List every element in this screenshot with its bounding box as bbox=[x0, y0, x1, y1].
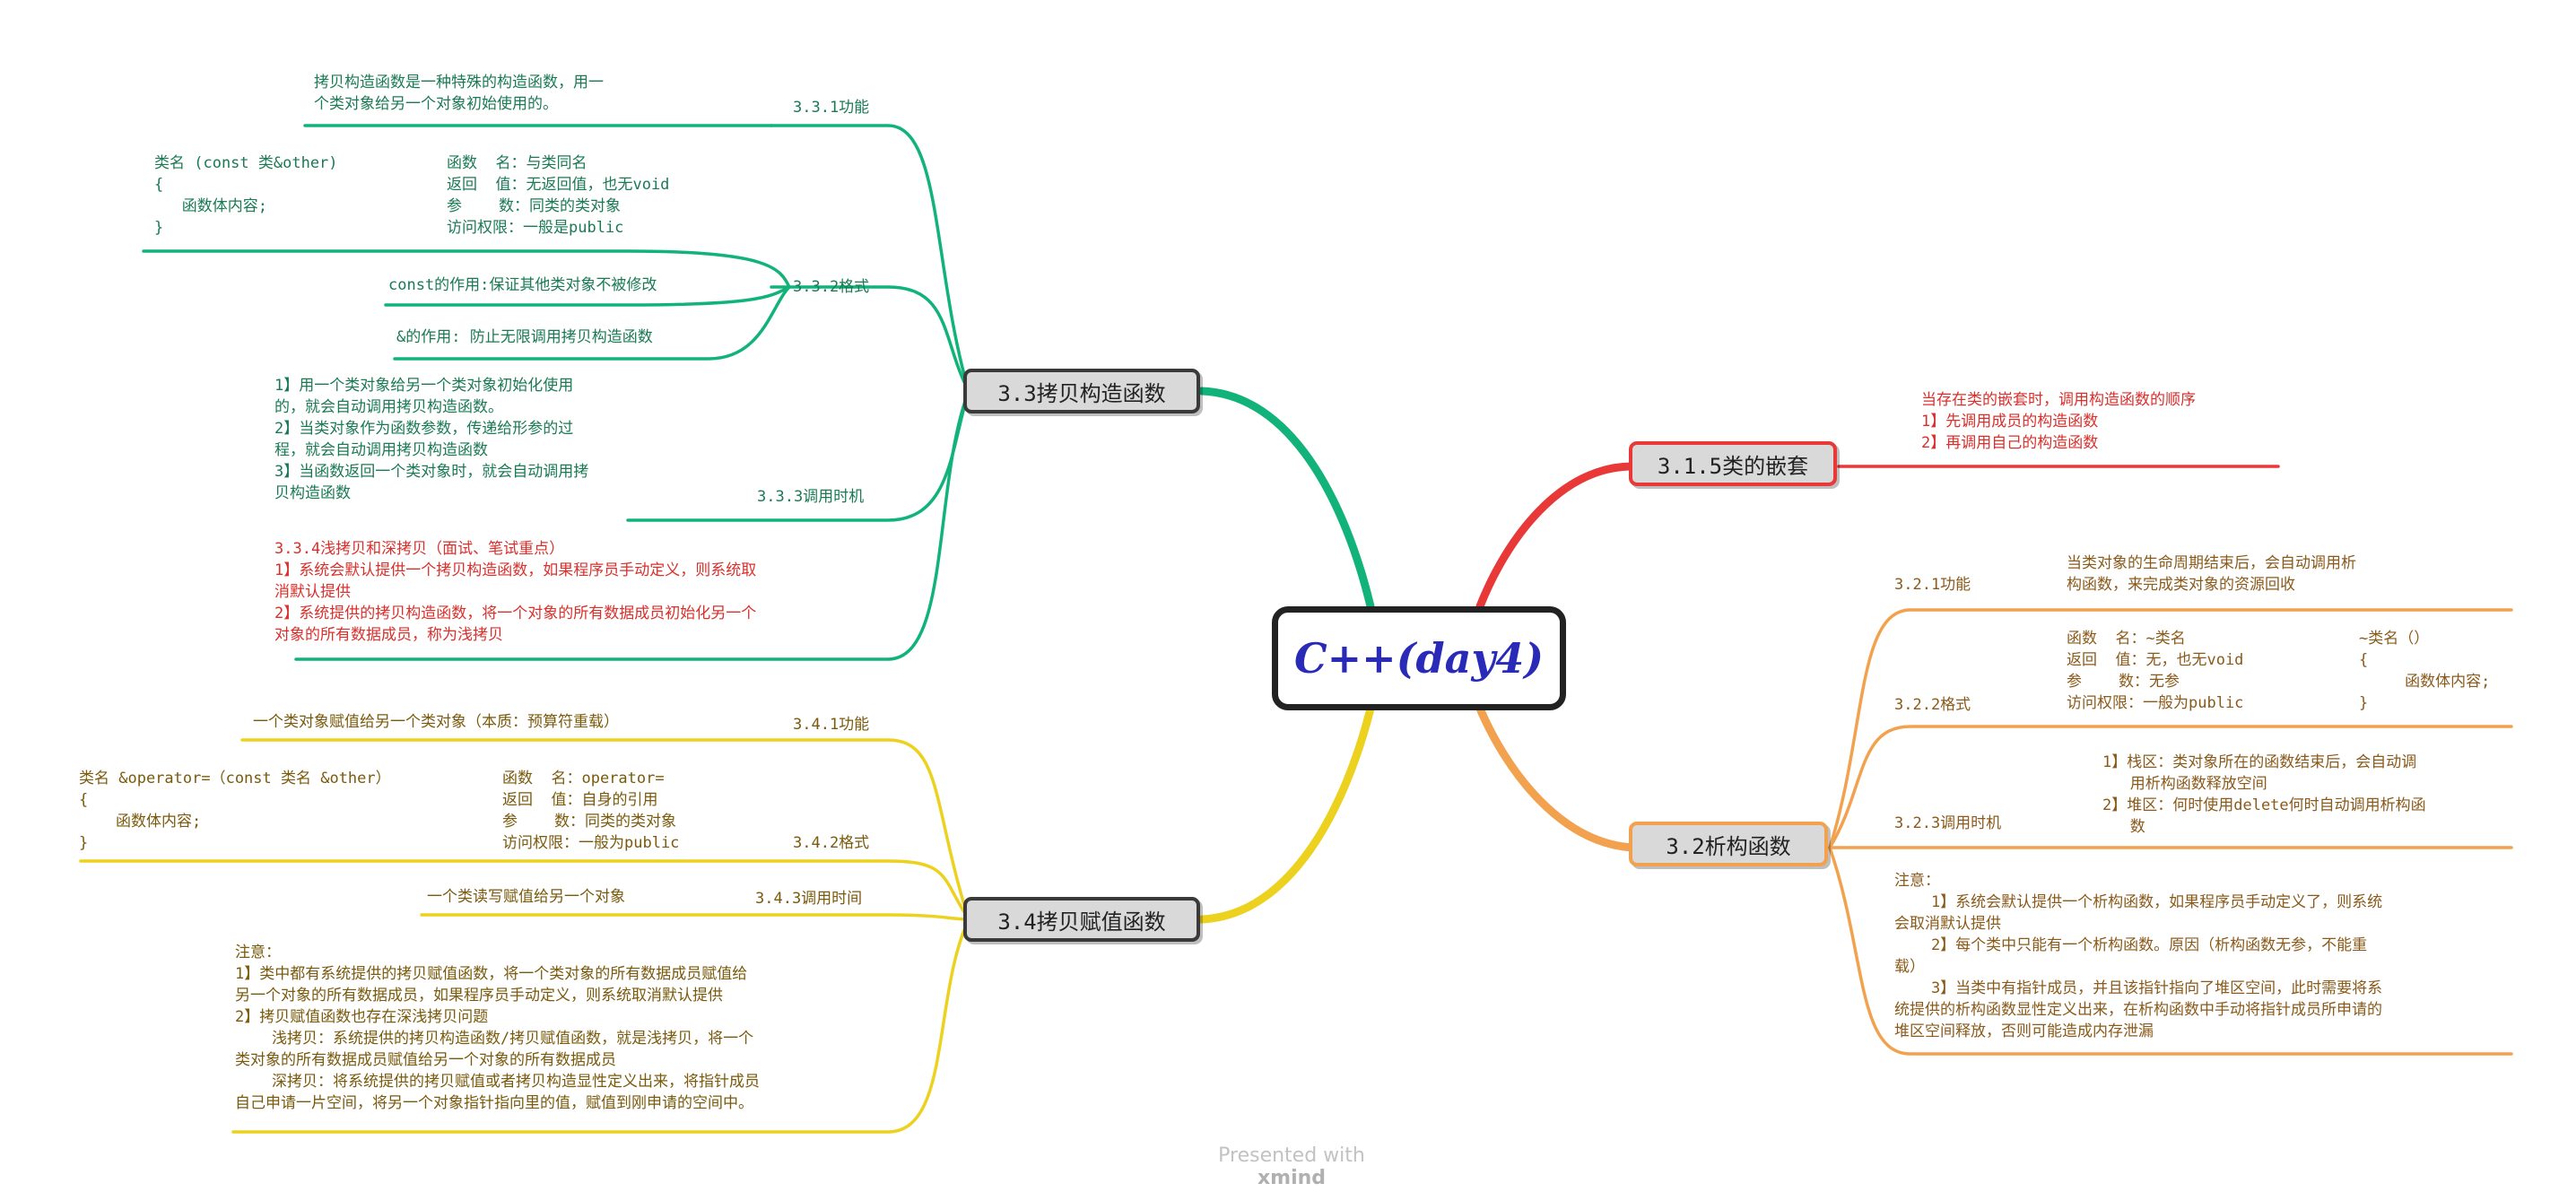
copy-assign-notes: 注意： 1】类中都有系统提供的拷贝赋值函数，将一个类对象的所有数据成员赋值给 另… bbox=[235, 944, 760, 1112]
destructor-when-label: 3.2.3调用时机 bbox=[1894, 814, 2002, 832]
copy-ctor-amp-note: &的作用: 防止无限调用拷贝构造函数 bbox=[396, 328, 653, 346]
destructor-format-code: ~类名（） { 函数体内容; } bbox=[2359, 630, 2491, 712]
destructor-format-label: 3.2.2格式 bbox=[1894, 696, 1971, 714]
red-branch-lines bbox=[1475, 462, 2280, 611]
topic-destructor[interactable]: 3.2析构函数 bbox=[1629, 822, 1828, 866]
copy-assign-func-label: 3.4.1功能 bbox=[793, 716, 870, 734]
footer-prefix: Presented with bbox=[1218, 1144, 1365, 1167]
green-branch-lines bbox=[142, 124, 1375, 661]
central-topic[interactable]: C++(day4) bbox=[1272, 606, 1566, 710]
copy-assign-when-text: 一个类读写赋值给另一个对象 bbox=[427, 888, 625, 906]
orange-branch-lines bbox=[1475, 608, 2513, 1056]
copy-assign-format-label: 3.4.2格式 bbox=[793, 834, 870, 852]
copy-ctor-deep-text: 3.3.4浅拷贝和深拷贝（面试、笔试重点） 1】系统会默认提供一个拷贝构造函数，… bbox=[274, 540, 757, 644]
nesting-text: 当存在类的嵌套时，调用构造函数的顺序 1】先调用成员的构造函数 2】再调用自己的… bbox=[1921, 391, 2196, 452]
copy-ctor-func-label: 3.3.1功能 bbox=[793, 99, 870, 117]
destructor-notes: 注意： 1】系统会默认提供一个析构函数，如果程序员手动定义了，则系统 会取消默认… bbox=[1894, 872, 2383, 1040]
yellow-branch-lines bbox=[79, 704, 1375, 1134]
copy-ctor-format-label: 3.3.2格式 bbox=[793, 278, 870, 296]
copy-assign-func-text: 一个类对象赋值给另一个类对象（本质：预算符重载） bbox=[253, 713, 619, 731]
topic-copy-assignment[interactable]: 3.4拷贝赋值函数 bbox=[963, 897, 1200, 942]
xmind-brand: xmind bbox=[1257, 1167, 1327, 1189]
destructor-func-text: 当类对象的生命周期结束后，会自动调用析 构函数，来完成类对象的资源回收 bbox=[2067, 554, 2356, 594]
copy-ctor-format-props: 函数 名：与类同名 返回 值：无返回值，也无void 参 数：同类的类对象 访问… bbox=[447, 154, 670, 237]
topic-copy-constructor[interactable]: 3.3拷贝构造函数 bbox=[963, 369, 1200, 413]
copy-ctor-format-code: 类名 (const 类&other) { 函数体内容; } bbox=[154, 154, 338, 237]
copy-ctor-when-text: 1】用一个类对象给另一个类对象初始化使用 的，就会自动调用拷贝构造函数。 2】当… bbox=[274, 377, 589, 502]
destructor-format-props: 函数 名：~类名 返回 值：无，也无void 参 数：无参 访问权限：一般为pu… bbox=[2067, 630, 2244, 712]
destructor-func-label: 3.2.1功能 bbox=[1894, 576, 1971, 594]
destructor-when-text: 1】栈区：类对象所在的函数结束后，会自动调 用析构函数释放空间 2】堆区：何时使… bbox=[2102, 753, 2426, 836]
copy-assign-format-code: 类名 &operator=（const 类名 &other） { 函数体内容; … bbox=[79, 770, 391, 852]
copy-ctor-func-text: 拷贝构造函数是一种特殊的构造函数，用一 个类对象给另一个对象初始使用的。 bbox=[314, 74, 604, 113]
topic-class-nesting[interactable]: 3.1.5类的嵌套 bbox=[1629, 441, 1837, 486]
copy-ctor-when-label: 3.3.3调用时机 bbox=[757, 488, 865, 506]
copy-assign-when-label: 3.4.3调用时间 bbox=[755, 890, 863, 908]
copy-assign-format-props: 函数 名：operator= 返回 值：自身的引用 参 数：同类的类对象 访问权… bbox=[502, 770, 680, 852]
copy-ctor-const-note: const的作用:保证其他类对象不被修改 bbox=[388, 276, 657, 294]
footer-credit: Presented with xmind bbox=[1184, 1144, 1399, 1189]
